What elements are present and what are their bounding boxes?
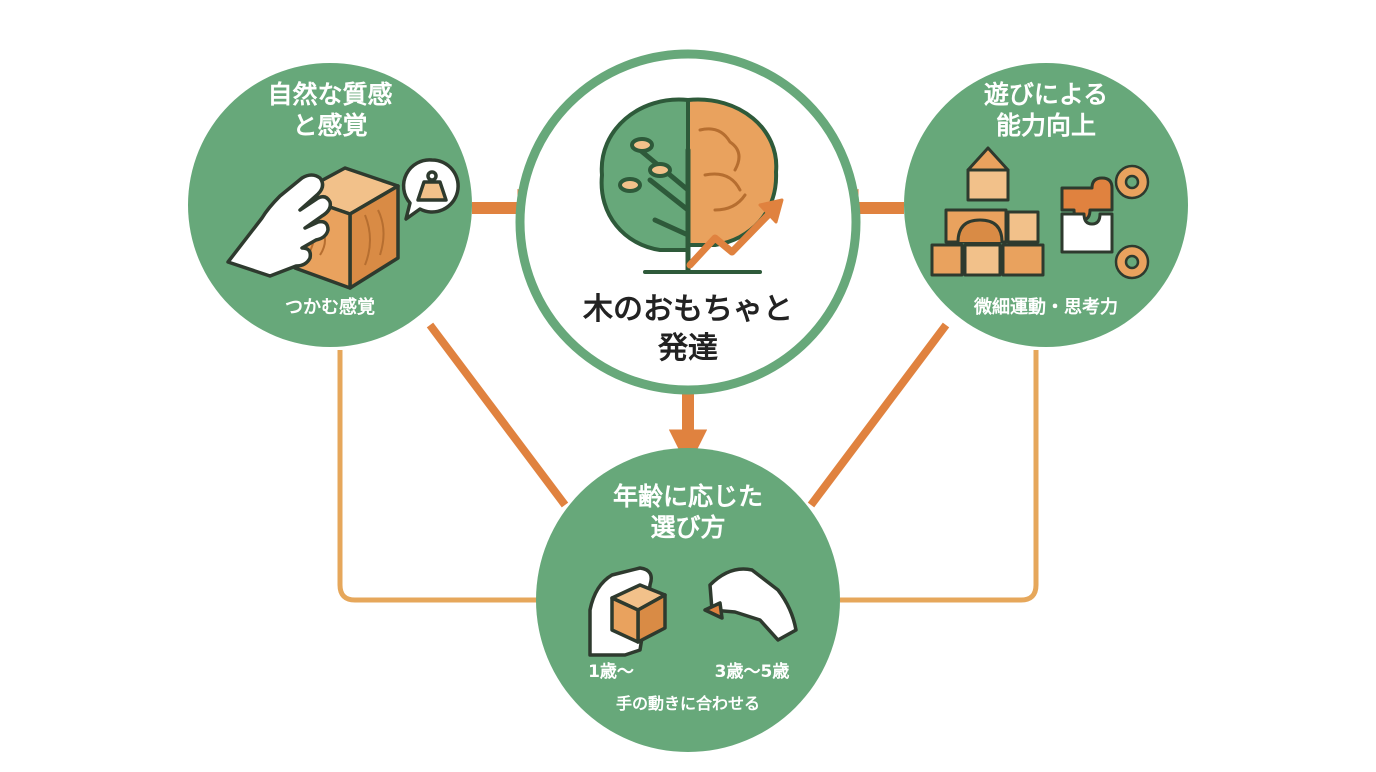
node-texture-title-line1: 自然な質感 (267, 80, 393, 109)
center-title-line2: 発達 (658, 331, 718, 366)
node-texture-title-line2: と感覚 (292, 110, 368, 140)
node-age-title-line2: 選び方 (650, 512, 726, 542)
pinching-hand-icon (703, 567, 798, 642)
connectors (337, 322, 1039, 603)
node-ability-title-line2: 能力向上 (995, 110, 1096, 140)
puzzle-icon (1060, 176, 1114, 254)
hand-icon (226, 173, 333, 278)
weight-bubble-icon (401, 158, 460, 221)
connector-left (337, 350, 540, 603)
center-title: 木のおもちゃと 発達 (568, 290, 808, 368)
node-ability-caption: 微細運動・思考力 (974, 297, 1118, 318)
node-age-title-line1: 年齢に応じた (612, 482, 763, 511)
block-tower-icon (930, 146, 1045, 277)
grasping-hand-icon (588, 566, 667, 657)
node-texture-caption: つかむ感覚 (285, 297, 375, 318)
node-age-right-label: 3歳〜5歳 (714, 662, 790, 682)
diagonal-right (807, 322, 950, 508)
node-age-caption: 手の動きに合わせる (615, 694, 760, 713)
diagonal-left (426, 322, 569, 508)
node-age-circle (536, 448, 840, 752)
node-texture-title: 自然な質感 と感覚 (230, 80, 430, 141)
node-age-title: 年齢に応じた 選び方 (578, 482, 798, 543)
tree-brain-growth-icon (599, 97, 784, 274)
center-title-line1: 木のおもちゃと (583, 292, 793, 327)
node-ability-title: 遊びによる 能力向上 (946, 80, 1146, 141)
node-ability-title-line1: 遊びによる (983, 80, 1109, 109)
node-age-left-label: 1歳〜 (588, 662, 634, 682)
connector-right (840, 350, 1039, 603)
gear-icon (1114, 164, 1150, 280)
